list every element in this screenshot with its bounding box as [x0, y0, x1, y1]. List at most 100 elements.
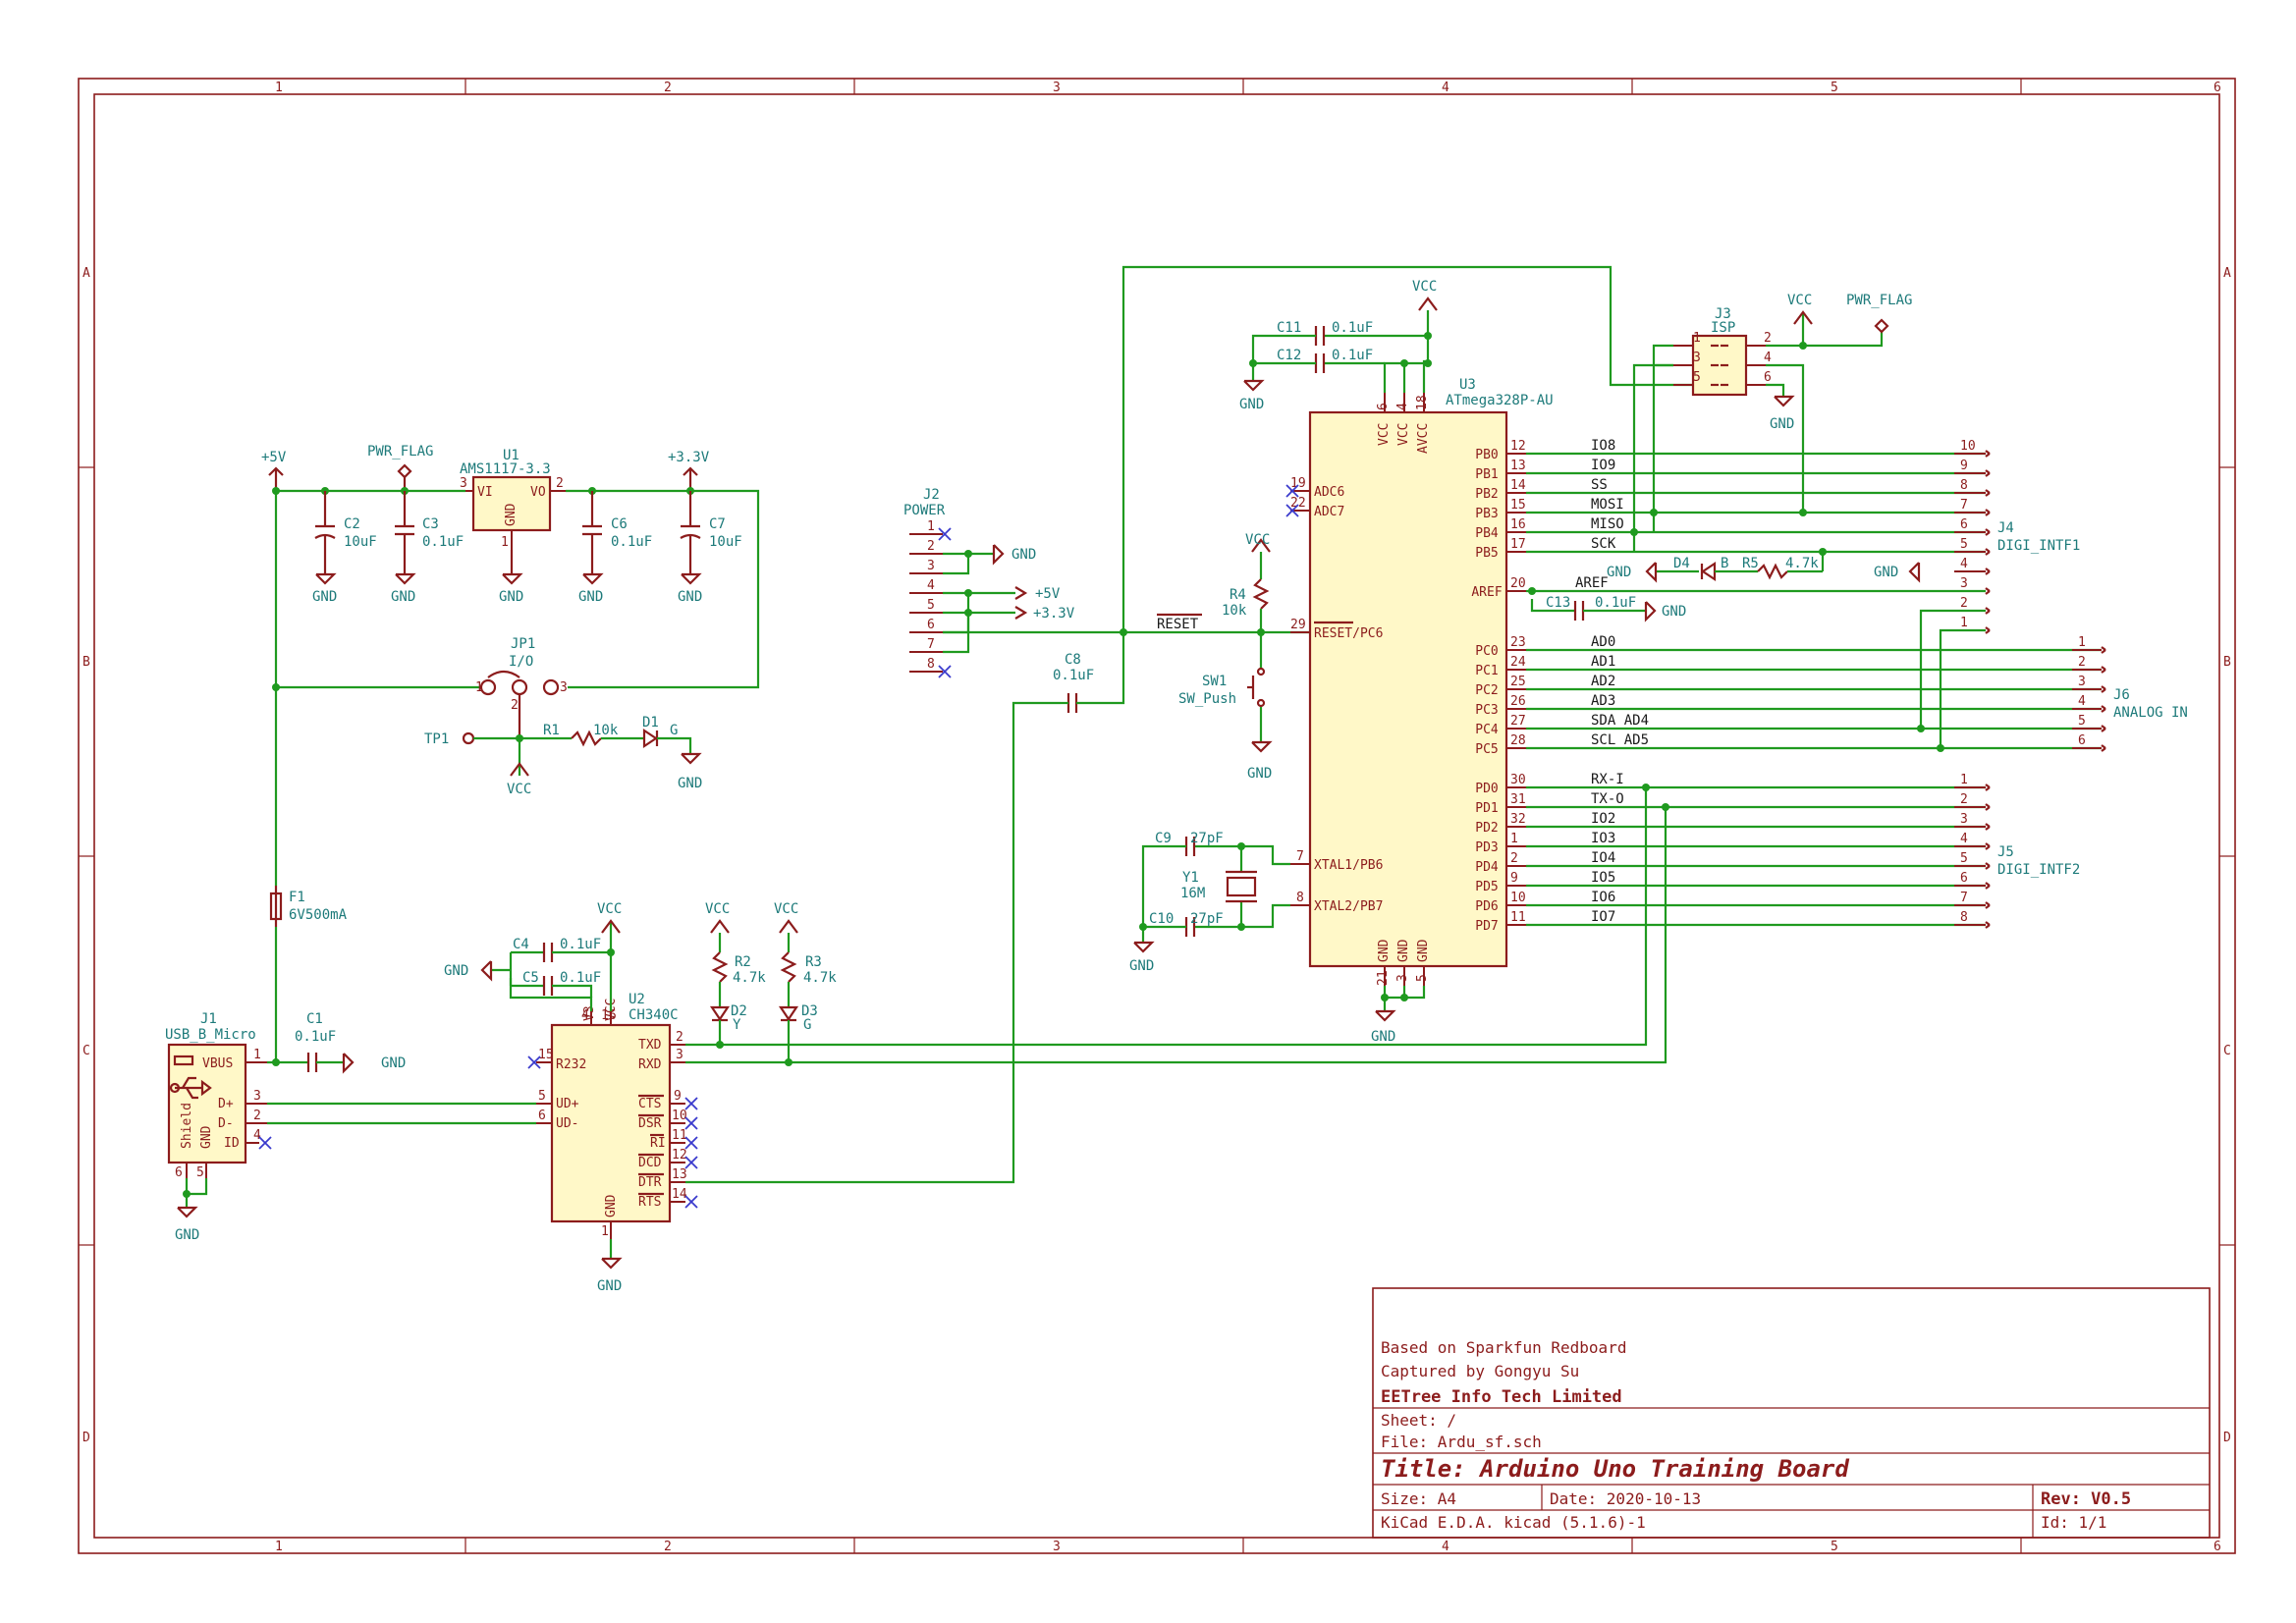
u2-dsr-pin: DSR — [638, 1116, 662, 1131]
u2-pin3: 3 — [676, 1048, 683, 1062]
r1-value: 10k — [593, 723, 619, 738]
u3-pin6: 6 — [1376, 403, 1391, 410]
frame-row-d-left: D — [82, 1431, 90, 1445]
c7-gnd: GND — [678, 589, 702, 605]
jp1-pin1: 1 — [475, 680, 483, 695]
u3-right-pin-num: 26 — [1510, 694, 1526, 709]
c3-value: 0.1uF — [422, 534, 464, 550]
title-block-date: Date: 2020-10-13 — [1550, 1489, 1701, 1508]
u3-pin5: 5 — [1415, 974, 1430, 982]
d1-gnd-label: GND — [678, 776, 702, 791]
j1-dm-pin: D- — [218, 1116, 234, 1131]
u3-reset-pin: RESET/PC6 — [1314, 626, 1383, 641]
j2-power-header: J2 POWER 1 2 3 4 5 6 7 8 GND — [903, 487, 1075, 678]
r3-ref: R3 — [805, 954, 822, 970]
net-label: SCK — [1591, 536, 1616, 552]
j1-shield-pin: Shield — [180, 1103, 194, 1149]
u3-right-pin-name: PC3 — [1475, 703, 1498, 718]
j2-gnd: GND — [1011, 547, 1036, 563]
plus33v-label: +3.3V — [668, 450, 710, 465]
j2-pin6: 6 — [927, 618, 935, 632]
net-label: AD0 — [1591, 634, 1615, 650]
u2-pin4: 4 — [581, 1008, 589, 1023]
j6-value: ANALOG IN — [2113, 705, 2188, 721]
u2-pin11: 11 — [672, 1128, 687, 1143]
frame-col-1-top: 1 — [275, 81, 283, 95]
connector-pin-number: 4 — [1960, 557, 1968, 571]
u1-pin1: 1 — [501, 535, 509, 550]
jp1-jumper: JP1 I/O 1 2 3 — [475, 636, 568, 738]
u2-value: CH340C — [629, 1007, 679, 1023]
ch340-u2: U2 CH340C R232 UD+ UD- TXD RXD CTS DSR R… — [527, 992, 698, 1294]
c3-ref: C3 — [422, 516, 439, 532]
c8-ref: C8 — [1065, 652, 1081, 668]
jp1-value: I/O — [509, 654, 533, 670]
u1-value: AMS1117-3.3 — [460, 461, 551, 477]
u1-ref: U1 — [503, 448, 519, 463]
u2-pin12: 12 — [672, 1148, 687, 1163]
net-label: IO7 — [1591, 909, 1615, 925]
jp1-pin2: 2 — [511, 698, 519, 713]
c6-gnd: GND — [578, 589, 603, 605]
u1-regulator: U1 AMS1117-3.3 VI VO GND 3 2 1 GND — [460, 448, 566, 605]
c3-capacitor: C3 0.1uF GND — [391, 491, 464, 605]
u2-pin6: 6 — [538, 1109, 546, 1123]
u3-right-pin-num: 13 — [1510, 459, 1526, 473]
u3-right-pin-name: PC4 — [1475, 723, 1499, 737]
r2-vcc: VCC — [705, 901, 730, 917]
u2-rxd-pin: RXD — [638, 1057, 662, 1072]
connector-pin-number: 2 — [1960, 596, 1968, 611]
plus5v-label: +5V — [261, 450, 287, 465]
j4-ref: J4 — [1997, 520, 2014, 536]
c7-value: 10uF — [709, 534, 742, 550]
title-block-id: Id: 1/1 — [2041, 1513, 2106, 1532]
net-label: IO6 — [1591, 890, 1615, 905]
sw1-ref: SW1 — [1202, 674, 1227, 689]
j2-ref: J2 — [923, 487, 940, 503]
frame-col-5-top: 5 — [1831, 81, 1838, 95]
connector-pin-number: 7 — [1960, 498, 1968, 513]
connector-pin-number: 6 — [1960, 517, 1968, 532]
u2-r232-pin: R232 — [556, 1057, 586, 1072]
u3-xtal1-pin: XTAL1/PB6 — [1314, 858, 1383, 873]
connector-pin-number: 1 — [1960, 773, 1968, 787]
u3-right-pin-name: AREF — [1471, 585, 1502, 600]
j3-isp-header: J3 ISP 1 2 3 4 5 6 VCC PWR_FLAG GND — [1632, 293, 1912, 552]
frame-col-3-top: 3 — [1053, 81, 1061, 95]
u3-right-pin-num: 27 — [1510, 714, 1526, 729]
c2-capacitor: C2 10uF GND — [312, 491, 377, 605]
c11-ref: C11 — [1277, 320, 1301, 336]
u2-ref: U2 — [629, 992, 645, 1007]
j2-pin5: 5 — [927, 598, 935, 613]
frame-col-1-bottom: 1 — [275, 1540, 283, 1554]
u3-avcc-pin: AVCC — [1416, 423, 1431, 454]
mcu-decoupling: VCC GND C11 0.1uF C12 0.1uF — [1239, 279, 1438, 412]
c13-value: 0.1uF — [1595, 595, 1636, 611]
u3-right-pin-name: PD5 — [1475, 880, 1498, 894]
j3-gnd: GND — [1770, 416, 1794, 432]
u3-gnd-pin-b: GND — [1396, 939, 1411, 962]
u3-adc7-pin: ADC7 — [1314, 505, 1344, 519]
u3-vcc-label: VCC — [1412, 279, 1437, 295]
jp1-ref: JP1 — [511, 636, 535, 652]
u3-right-pin-name: PC2 — [1475, 683, 1498, 698]
u2-udm-pin: UD- — [556, 1116, 578, 1131]
c13-ref: C13 — [1546, 595, 1570, 611]
tp1-led-chain: TP1 VCC R1 10k D1 G GND — [424, 715, 702, 797]
connector-pin-number: 2 — [1960, 792, 1968, 807]
u1-pin2: 2 — [556, 476, 564, 491]
r5-ref: R5 — [1742, 556, 1759, 571]
r3-d3-led: VCC R3 4.7k D3 G — [774, 901, 837, 1062]
u3-right-pin-name: PD1 — [1475, 801, 1498, 816]
connector-pin-number: 4 — [2078, 694, 2086, 709]
net-label: IO3 — [1591, 831, 1615, 846]
j3-vcc: VCC — [1787, 293, 1812, 308]
sw1-push-button: SW1 SW_Push GND — [1178, 632, 1273, 782]
c7-ref: C7 — [709, 516, 726, 532]
u3-right-pin-name: PB2 — [1475, 487, 1498, 502]
u3-right-pin-num: 30 — [1510, 773, 1526, 787]
net-label: TX-O — [1591, 791, 1624, 807]
j1-ref: J1 — [200, 1011, 217, 1027]
net-label: AREF — [1575, 575, 1609, 591]
j2-plus5v: +5V — [1035, 586, 1061, 602]
